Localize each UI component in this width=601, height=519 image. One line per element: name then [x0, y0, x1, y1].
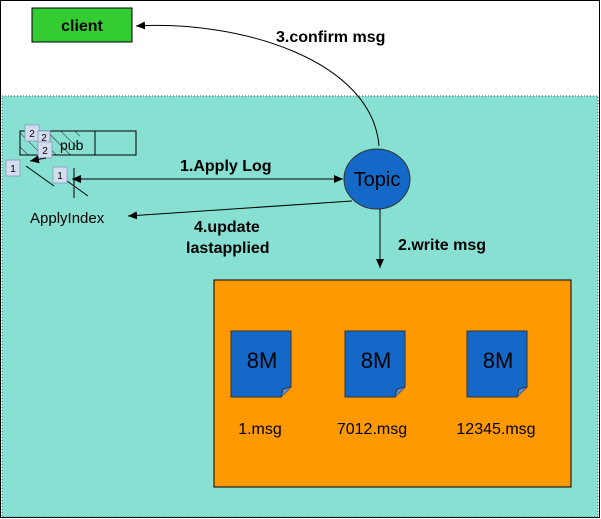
step-write-label: 2.write msg [398, 237, 486, 254]
file-size: 8M [361, 348, 392, 373]
svg-text:2: 2 [29, 129, 35, 140]
file-7012-msg: 8M 7012.msg [337, 330, 407, 438]
apply-index-label: ApplyIndex [30, 210, 105, 227]
hatch-stroke [25, 165, 55, 187]
topic-label: Topic [354, 169, 401, 191]
log-marker: 1 [5, 159, 21, 177]
file-name: 1.msg [238, 421, 282, 438]
svg-text:2: 2 [42, 146, 48, 157]
svg-text:1: 1 [10, 164, 16, 175]
log-box-label: pub [60, 137, 84, 153]
file-name: 7012.msg [337, 421, 407, 438]
svg-text:1: 1 [57, 171, 63, 182]
update-arrow [127, 200, 353, 220]
step-confirm-label: 3.confirm msg [276, 29, 385, 46]
log-marker: 2 [24, 124, 40, 142]
step-apply-label: 1.Apply Log [180, 158, 272, 175]
marker-arrow [29, 155, 47, 164]
log-marker: 1 [52, 166, 68, 184]
file-size: 8M [483, 348, 514, 373]
log-marker: 2 [37, 141, 53, 159]
file-size: 8M [247, 348, 278, 373]
client-label: client [61, 18, 103, 35]
client-box [31, 7, 133, 43]
file-name: 12345.msg [456, 421, 535, 438]
svg-text:2: 2 [41, 133, 47, 144]
step-update-label-1: 4.update [194, 219, 260, 236]
topic-node [343, 148, 411, 210]
file-12345-msg: 8M 12345.msg [456, 330, 536, 438]
step-update-label-2: lastapplied [186, 240, 270, 257]
confirm-arrow [135, 21, 380, 147]
file-1-msg: 8M 1.msg [230, 330, 292, 438]
